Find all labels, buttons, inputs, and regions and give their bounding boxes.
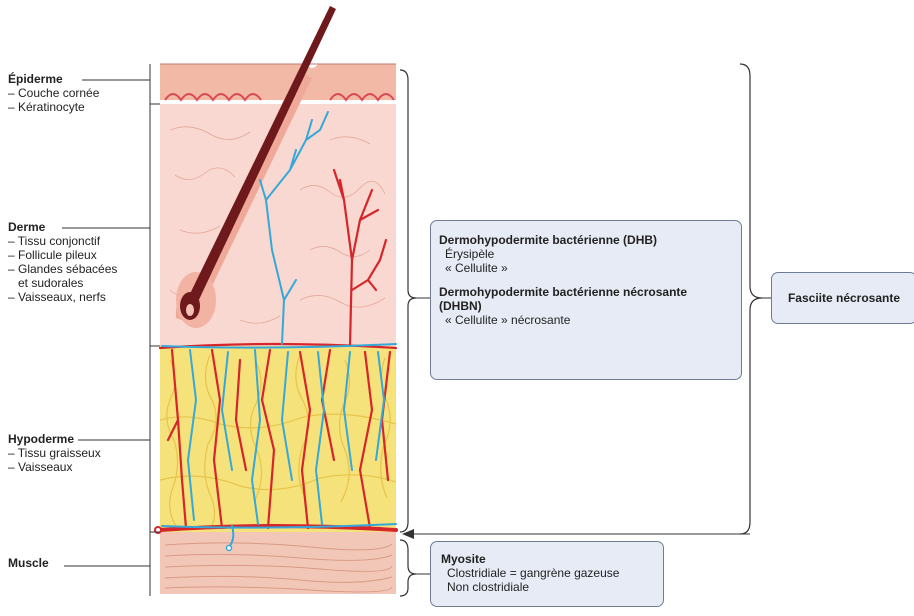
box-myosite-item: Non clostridiale [441,580,653,594]
label-epiderme-item: – Couche cornée [8,86,99,100]
label-hypoderme-title: Hypoderme [8,432,101,446]
label-derme: Derme – Tissu conjonctif – Follicule pil… [8,220,117,304]
box-myosite: Myosite Clostridiale = gangrène gazeuse … [430,541,664,607]
box-dhb: Dermohypodermite bactérienne (DHB) Érysi… [430,220,742,380]
label-derme-item: et sudorales [8,276,117,290]
bracket-dhb [400,70,416,532]
label-epiderme: Épiderme – Couche cornée – Kératinocyte [8,72,99,114]
muscle-layer [160,532,396,594]
arrow-head [402,529,414,539]
label-hypoderme: Hypoderme – Tissu graisseux – Vaisseaux [8,432,101,474]
label-derme-item: – Tissu conjonctif [8,234,117,248]
box-dhbn-item: « Cellulite » nécrosante [439,313,733,327]
box-fasciite: Fasciite nécrosante [771,272,914,324]
label-epiderme-item: – Kératinocyte [8,100,99,114]
label-derme-item: – Vaisseaux, nerfs [8,290,117,304]
box-dhb-title: Dermohypodermite bactérienne (DHB) [439,233,733,247]
box-dhbn-title: Dermohypodermite bactérienne nécrosante [439,285,733,299]
label-muscle: Muscle [8,556,49,570]
hypodermis-layer [160,346,396,532]
bracket-muscle [400,540,416,596]
epidermis-layer [160,64,396,100]
box-myosite-title: Myosite [441,552,653,566]
bracket-fasciite [740,64,762,534]
label-derme-title: Derme [8,220,117,234]
box-fasciite-title: Fasciite nécrosante [788,291,900,305]
box-dhbn-title: (DHBN) [439,299,733,313]
box-dhb-item: « Cellulite » [439,261,733,275]
box-myosite-item: Clostridiale = gangrène gazeuse [441,566,653,580]
label-derme-item: – Glandes sébacées [8,262,117,276]
label-hypoderme-item: – Tissu graisseux [8,446,101,460]
label-derme-item: – Follicule pileux [8,248,117,262]
label-leaders [62,80,150,566]
label-muscle-title: Muscle [8,556,49,570]
label-hypoderme-item: – Vaisseaux [8,460,101,474]
label-epiderme-title: Épiderme [8,72,99,86]
vessel-node [227,546,232,551]
box-dhb-item: Érysipèle [439,247,733,261]
